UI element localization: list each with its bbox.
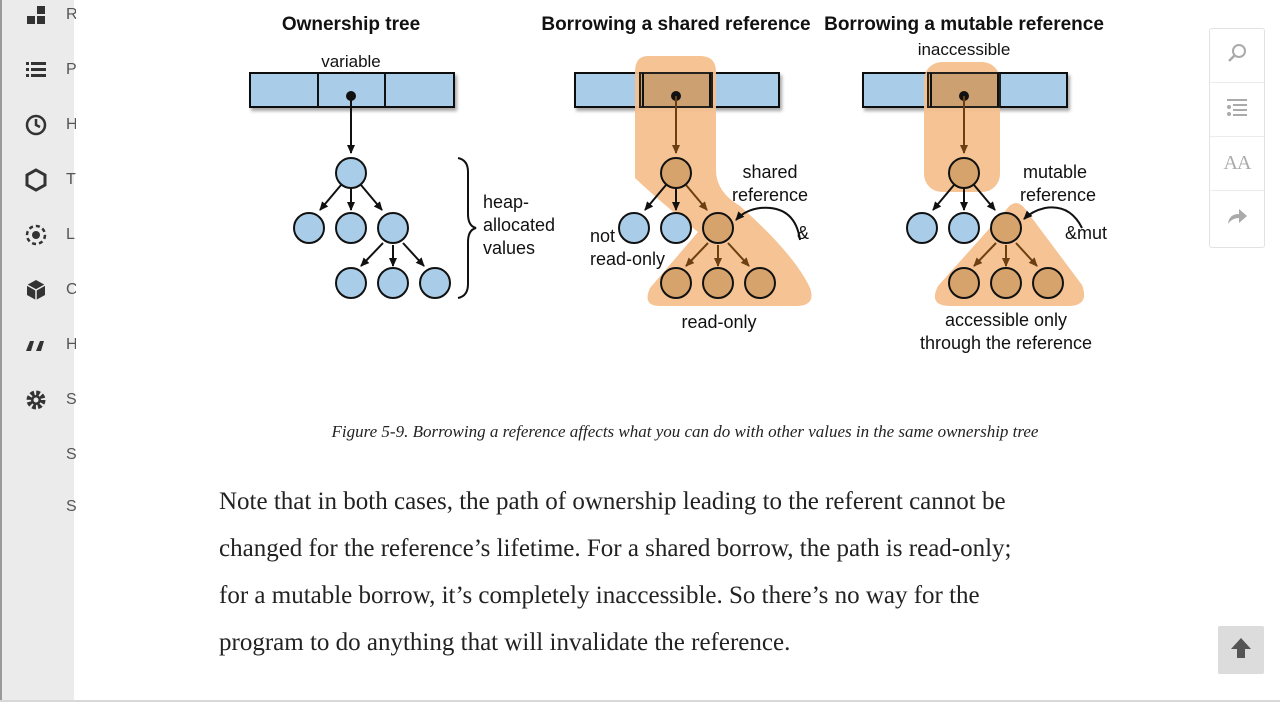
share-button[interactable] — [1210, 191, 1264, 245]
panel1-title: Ownership tree — [282, 14, 420, 35]
heap-label-1: heap- — [483, 192, 529, 212]
share-icon — [1225, 204, 1249, 233]
table-of-contents-button[interactable] — [1210, 83, 1264, 137]
panel2-nodes — [618, 157, 776, 299]
accessible-only-label-2: through the reference — [920, 333, 1092, 353]
target-icon — [22, 221, 50, 249]
cube-icon — [22, 276, 50, 304]
heap-label-2: allocated — [483, 215, 555, 235]
shared-symbol: & — [797, 223, 809, 243]
heap-label-3: values — [483, 238, 535, 258]
sidebar: R P H T L C H — [0, 0, 76, 700]
list-icon — [22, 56, 50, 84]
sidebar-item-label: C — [66, 281, 76, 298]
sidebar-item-8[interactable]: S — [2, 380, 76, 420]
sidebar-item-label: H — [66, 116, 76, 133]
panel3-title: Borrowing a mutable reference — [824, 14, 1104, 35]
sidebar-item-label: L — [66, 226, 75, 243]
sidebar-item-3[interactable]: H — [2, 105, 76, 145]
panel3-nodes — [906, 157, 1064, 299]
sidebar-item-5[interactable]: L — [2, 215, 76, 255]
mutable-reference-label-1: mutable — [1023, 162, 1087, 182]
sidebar-item-label: S — [66, 446, 76, 463]
gear-icon — [22, 386, 50, 414]
sidebar-item-1[interactable]: R — [2, 0, 76, 35]
sidebar-item-label: H — [66, 336, 76, 353]
sidebar-item-label: T — [66, 171, 76, 188]
accessible-only-label-1: accessible only — [945, 310, 1067, 330]
figure-caption: Figure 5-9. Borrowing a reference affect… — [331, 422, 1039, 441]
sidebar-item-6[interactable]: C — [2, 270, 76, 310]
shared-reference-label-1: shared — [742, 162, 797, 182]
panel1-nodes — [293, 157, 451, 299]
toc-icon — [1225, 95, 1249, 124]
arrow-up-icon — [1230, 636, 1252, 665]
sidebar-item-4[interactable]: T — [2, 160, 76, 200]
paragraph-line: for a mutable borrow, it’s completely in… — [219, 582, 980, 609]
paragraph-line: program to do anything that will invalid… — [219, 629, 791, 656]
panel2-title: Borrowing a shared reference — [541, 14, 810, 35]
shared-highlight — [635, 56, 812, 306]
sidebar-item-label: P — [66, 61, 76, 78]
reader-toolbar: AA — [1209, 28, 1265, 248]
ownership-diagram: Ownership tree variable heap- — [249, 14, 1107, 353]
sidebar-item-10[interactable]: S — [2, 487, 76, 527]
body-paragraph: Note that in both cases, the path of own… — [219, 478, 1149, 666]
sidebar-item-label: R — [66, 6, 76, 23]
mutable-reference-label-2: reference — [1020, 185, 1096, 205]
inaccessible-label: inaccessible — [918, 40, 1011, 59]
sidebar-item-9[interactable]: S — [2, 435, 76, 475]
grid-icon — [22, 1, 50, 29]
search-button[interactable] — [1210, 29, 1264, 83]
sidebar-item-2[interactable]: P — [2, 50, 76, 90]
shared-reference-label-2: reference — [732, 185, 808, 205]
hexagon-icon — [22, 166, 50, 194]
mutable-symbol: &mut — [1065, 223, 1107, 243]
font-size-button[interactable]: AA — [1210, 137, 1264, 191]
quote-icon — [22, 331, 50, 359]
font-size-icon: AA — [1223, 152, 1252, 174]
read-only-label: read-only — [681, 312, 756, 332]
paragraph-line: Note that in both cases, the path of own… — [219, 488, 1006, 515]
brace — [457, 157, 477, 299]
sidebar-item-label: S — [66, 391, 76, 408]
search-icon — [1225, 41, 1249, 70]
paragraph-line: changed for the reference’s lifetime. Fo… — [219, 535, 1012, 562]
figure-diagram: Ownership tree variable heap- — [230, 0, 1130, 370]
scroll-to-top-button[interactable] — [1218, 626, 1264, 674]
bottom-divider — [0, 700, 1280, 702]
clock-icon — [22, 111, 50, 139]
variable-label: variable — [321, 52, 381, 71]
not-read-only-label-2: read-only — [590, 249, 665, 269]
not-read-only-label-1: not — [590, 226, 615, 246]
sidebar-item-label: S — [66, 498, 76, 515]
sidebar-item-7[interactable]: H — [2, 325, 76, 365]
